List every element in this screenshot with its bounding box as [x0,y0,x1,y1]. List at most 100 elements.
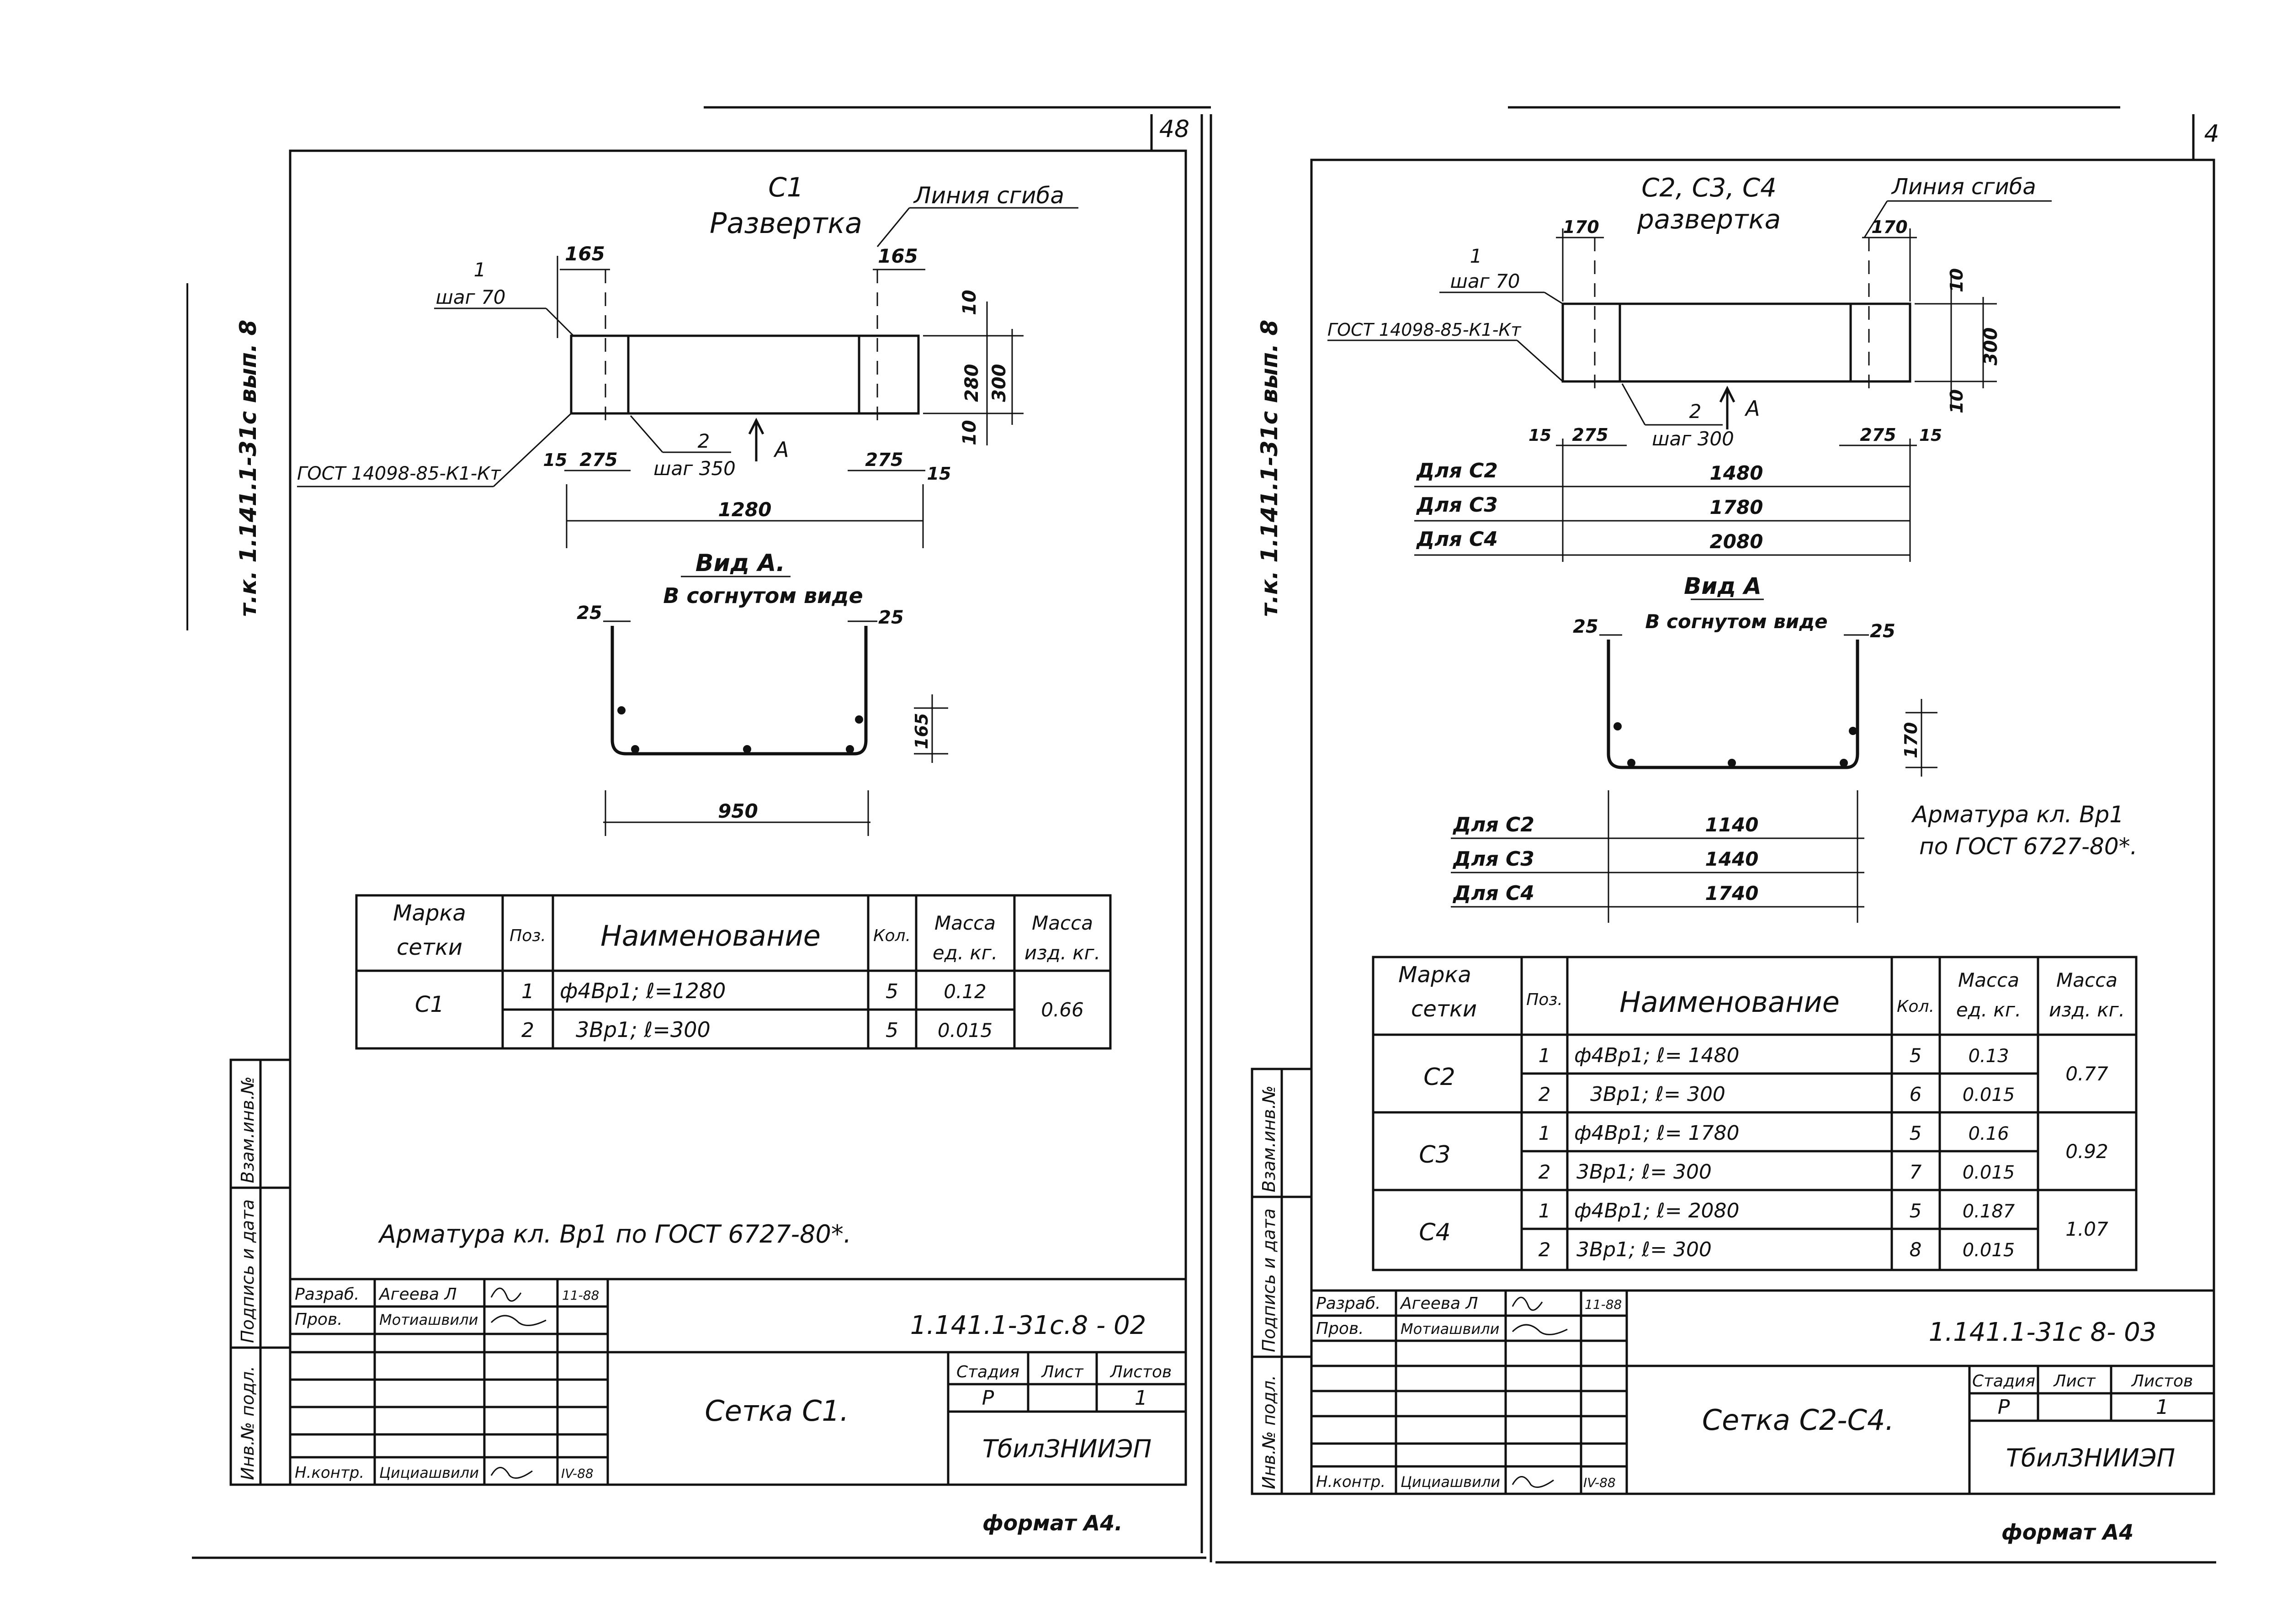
svg-text:5: 5 [1910,1122,1922,1144]
svg-text:1: 1 [1539,1044,1551,1067]
th-unit-mass: Масса [934,912,996,934]
bend-line-label: Линия сгиба [1891,174,2036,200]
svg-text:Марка: Марка [1398,962,1471,988]
svg-text:1: 1 [1135,1386,1147,1410]
dim-bottom-right-post: 15 [927,464,951,484]
svg-text:0.015: 0.015 [1963,1084,2015,1106]
section-profile [610,626,868,756]
spec-table: Марка сетки Поз. Наименование Кол. Масса… [355,894,1112,1050]
svg-text:3Вр1; ℓ= 300: 3Вр1; ℓ= 300 [1576,1238,1712,1261]
svg-text:сетки: сетки [1411,996,1477,1022]
th-name: Наименование [600,919,821,952]
dim-bottom-left: 275 [579,450,618,471]
svg-text:С4: С4 [1419,1219,1450,1246]
length-value: 1480 [1710,462,1763,484]
svg-text:2: 2 [1539,1238,1551,1261]
svg-text:1: 1 [1539,1122,1551,1144]
svg-text:2: 2 [1539,1083,1551,1106]
width-value: 1140 [1705,814,1759,836]
dim-bottom-right: 275 [865,450,903,471]
svg-text:Разраб.: Разраб. [295,1285,359,1304]
dim-section-height: 165 [912,713,932,749]
view-subtitle: развертка [1637,204,1781,235]
title-block: Разраб. Агеева Л 11-88 Пров. Мотиашвили … [1311,1289,2214,1494]
dim-bottom-left-pre: 15 [1528,426,1551,445]
svg-text:11-88: 11-88 [1585,1297,1622,1312]
section-title: Вид А [1684,573,1762,599]
dim-bottom-right: 275 [1860,425,1896,445]
svg-text:Цициашвили: Цициашвили [1401,1473,1500,1491]
svg-text:Листов: Листов [2131,1372,2193,1391]
length-value: 2080 [1710,530,1763,553]
svg-text:0.187: 0.187 [1963,1201,2015,1222]
page-number: 48 [1159,116,1189,143]
dim-section-left: 25 [1573,616,1598,637]
callout-pos2-step: шаг 350 [653,457,736,480]
th-qty: Кол. [873,926,911,945]
view-subtitle: Развертка [710,206,862,240]
dim-section-height: 170 [1901,722,1921,758]
svg-text:IV-88: IV-88 [561,1466,594,1481]
svg-text:Взам.инв.№: Взам.инв.№ [238,1076,258,1183]
dim-right-top: 10 [1947,268,1967,292]
svg-text:5: 5 [1910,1200,1922,1222]
svg-text:0.92: 0.92 [2065,1140,2108,1163]
note-line-1: Арматура кл. Вр1 [1911,801,2124,828]
svg-text:0.13: 0.13 [1968,1046,2009,1067]
drawing-name: Сетка С2-С4. [1702,1403,1894,1437]
svg-text:Лист: Лист [2053,1372,2096,1391]
svg-text:Наименование: Наименование [1619,985,1840,1019]
note-line-2: по ГОСТ 6727-80*. [1919,833,2138,860]
callout-pos2-step: шаг 300 [1652,428,1734,450]
svg-text:Цициашвили: Цициашвили [379,1464,479,1481]
dim-right-mid: 280 [961,364,982,402]
mesh-development [570,270,920,425]
right-sheet: 4 т.к. 1.141.1-31с вып. 8 С2, С3, С4 раз… [1210,106,2219,1564]
dim-section-right: 25 [1870,621,1895,642]
gost-label: ГОСТ 14098-85-К1-Кт [1327,320,1522,340]
side-label: т.к. 1.141.1-31с вып. 8 [235,320,261,617]
mesh-development [1561,228,1911,393]
svg-text:Агеева Л: Агеева Л [378,1285,457,1304]
svg-text:7: 7 [1910,1161,1922,1183]
svg-text:С3: С3 [1419,1141,1450,1169]
cell-name: 3Вр1; ℓ=300 [576,1017,711,1042]
cell-qty: 5 [886,1019,898,1042]
dim-right-outer: 300 [989,364,1010,402]
svg-text:Лист: Лист [1040,1363,1083,1381]
dim-section-right: 25 [878,607,904,628]
note: Арматура кл. Вр1 по ГОСТ 6727-80*. [378,1220,851,1248]
dim-top-right: 165 [878,245,918,267]
section-subtitle: В согнутом виде [663,583,863,608]
side-label: т.к. 1.141.1-31с вып. 8 [1256,320,1283,617]
cell-pos: 2 [521,1019,534,1042]
length-label: Для С3 [1416,493,1498,517]
th-pos: Поз. [509,926,546,945]
dim-right-outer: 300 [1980,328,2001,366]
svg-text:1.07: 1.07 [2065,1218,2108,1240]
svg-text:Мотиашвили: Мотиашвили [379,1311,478,1328]
svg-text:1: 1 [2156,1396,2169,1419]
th-total-mass: Масса [1032,912,1093,934]
callout-pos1-step: шаг 70 [1450,270,1520,292]
svg-text:Н.контр.: Н.контр. [1316,1473,1385,1491]
dim-bottom-right-post: 15 [1919,426,1942,445]
svg-text:Подпись и дата: Подпись и дата [1259,1208,1279,1352]
dim-right-bottom: 10 [959,420,980,445]
drawing-code: 1.141.1-31с 8- 03 [1929,1317,2157,1347]
width-value: 1740 [1705,882,1759,905]
dim-top-right: 170 [1871,217,1907,237]
svg-text:3Вр1; ℓ= 300: 3Вр1; ℓ= 300 [1576,1160,1712,1184]
svg-text:Масса: Масса [1958,969,2019,991]
cell-unit-mass: 0.12 [944,980,987,1003]
svg-text:2: 2 [1539,1161,1551,1183]
left-sheet: 48 т.к. 1.141.1-31с вып. 8 С1 Развертка … [186,106,1211,1559]
svg-text:0.16: 0.16 [1968,1123,2009,1144]
svg-text:Масса: Масса [2056,969,2117,991]
th-mark: Марка [393,900,466,926]
callout-pos2: 2 [698,430,710,452]
svg-text:5: 5 [1910,1044,1922,1067]
svg-text:Пров.: Пров. [1316,1319,1364,1338]
drawing-name: Сетка С1. [705,1394,849,1428]
svg-text:Н.контр.: Н.контр. [295,1464,364,1482]
